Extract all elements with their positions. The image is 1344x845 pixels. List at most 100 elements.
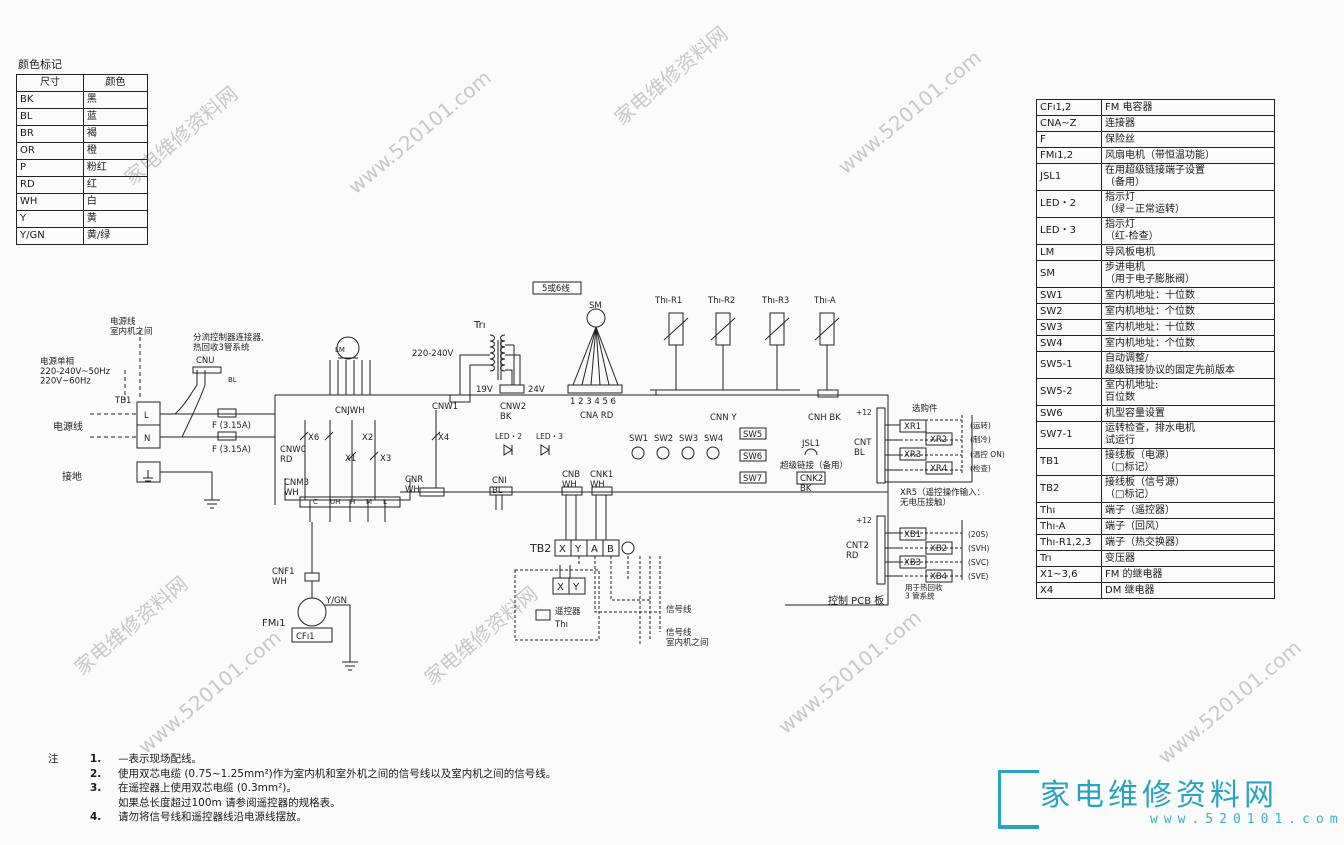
component-description: 连接器 [1101, 115, 1275, 132]
xr4-label: XR4 [930, 464, 947, 474]
component-description: 自动调整/ 超级链接协议的固定先前版本 [1101, 351, 1275, 379]
component-code: TB2 [1036, 475, 1102, 503]
component-code: LED・2 [1036, 190, 1102, 218]
component-code: CNA~Z [1036, 115, 1102, 132]
branch-note: 分流控制器连接器,热回收3管系统 [193, 332, 264, 353]
component-code: LED・3 [1036, 217, 1102, 245]
cnm3-pin-l: L [383, 498, 387, 506]
xr4-note: (检查) [970, 463, 991, 473]
component-description: 端子（遥控器） [1101, 502, 1275, 519]
relay-x4-label: X4 [438, 433, 449, 443]
xb4-note: (SVE) [968, 572, 989, 581]
component-code: Thı-R1,2,3 [1036, 534, 1102, 551]
lm-label: LM [335, 346, 345, 354]
fm-ground-color: Y/GN [325, 596, 347, 606]
tb2-terminal-y: Y [574, 544, 582, 555]
thermistor-r1-label: Thı-R1 [654, 296, 682, 306]
component-code: SW6 [1036, 405, 1102, 422]
note-number: 3. [90, 782, 102, 794]
cna-pins: 1 2 3 4 5 6 [570, 397, 616, 407]
component-description: 变压器 [1101, 550, 1275, 567]
cnm3-pin-uh: UH [330, 498, 340, 506]
component-code: Thı [1036, 502, 1102, 519]
component-code: TB1 [1036, 448, 1102, 476]
component-code: SW2 [1036, 303, 1102, 320]
thermistor-r2-label: Thı-R2 [707, 296, 735, 306]
remote-terminal-x: X [557, 582, 564, 593]
component-description: 运转检查，排水电机 试运行 [1101, 421, 1275, 449]
xb4-label: XB4 [930, 572, 947, 582]
xb3-note: (SVC) [968, 558, 989, 567]
component-description: 在用超级链接端子设置 （备用） [1101, 163, 1275, 191]
sw2-label: SW2 [654, 434, 673, 444]
component-description: 接线板（信号源） （□标记） [1101, 475, 1275, 503]
xr3-note: (温控 ON) [970, 449, 1005, 459]
note-text: 使用双芯电缆 (0.75~1.25mm²)作为室内机和室外机之间的信号线以及室内… [118, 767, 557, 780]
brand-url: www.520101.com [1150, 812, 1344, 827]
component-description: DM 继电器 [1101, 582, 1275, 599]
component-code: SW1 [1036, 287, 1102, 304]
component-code: FMı1,2 [1036, 147, 1102, 164]
xb3-label: XB3 [904, 558, 921, 568]
component-description: 室内机地址：十位数 [1101, 287, 1275, 304]
remote-terminal-y: Y [572, 582, 580, 593]
thermistor-a-label: Thı-A [813, 296, 836, 306]
component-description: 端子（热交换器） [1101, 534, 1275, 551]
component-code: F [1036, 131, 1102, 148]
fuse-2-label: F (3.15A) [212, 445, 251, 455]
fm1-label: FMı1 [262, 618, 286, 629]
cnj-label: CNJWH [335, 406, 365, 416]
superlink-label: 超级链接（备用） [780, 460, 848, 471]
xr2-note: (制冷) [970, 434, 991, 444]
cf1-label: CFı1 [296, 632, 315, 642]
power-line-label: 电源线 [53, 420, 83, 433]
note-item: 3. 在遥控器上使用双芯电缆 (0.3mm²)。 [90, 781, 556, 796]
signal-line-label: 信号线 [666, 604, 692, 615]
component-code: SW4 [1036, 335, 1102, 352]
power-cable-label: 电源线室内机之间 [110, 316, 153, 337]
component-description: 接线板（电源） （□标记） [1101, 448, 1275, 476]
watermark-text: www.520101.com [1153, 635, 1306, 769]
tb1-label: TB1 [114, 396, 131, 406]
signal-between-label: 信号线室内机之间 [666, 627, 709, 648]
component-code: SW3 [1036, 319, 1102, 336]
note-text: 在遥控器上使用双芯电缆 (0.3mm²)。 [118, 782, 297, 794]
note-text: —表示现场配线。 [118, 753, 202, 765]
xr2-label: XR2 [930, 435, 947, 445]
sw7-label: SW7 [743, 474, 762, 484]
component-code: Thı-A [1036, 518, 1102, 535]
notes-label: 注 [48, 753, 59, 765]
component-code: SM [1036, 260, 1102, 288]
note-text: 请勿将信号线和遥控器线沿电源线摆放。 [118, 811, 307, 823]
options-label: 选购件 [912, 403, 938, 414]
cnm3-pin-c: C [313, 498, 318, 506]
cnm3-pin-h: H [350, 498, 355, 506]
thermistor-r3-label: Thı-R3 [761, 296, 789, 306]
jsl1-label: JSL1 [801, 439, 820, 449]
note-number [90, 796, 118, 811]
brand-logo-text: 家电维修资料网 [1040, 778, 1278, 813]
component-description: 室内机地址: 百位数 [1101, 378, 1275, 406]
tb1-l-terminal: L [144, 411, 149, 421]
